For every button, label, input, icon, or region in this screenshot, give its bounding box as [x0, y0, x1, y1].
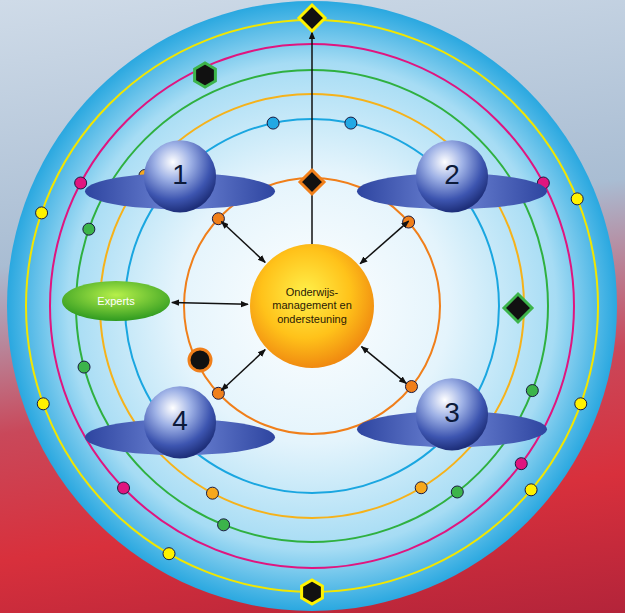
orbit-dot [37, 398, 49, 410]
orbit-dot [75, 177, 87, 189]
planet-number: 4 [172, 405, 188, 437]
connector-arrow [221, 222, 265, 263]
orbit-dot [206, 487, 218, 499]
top-arrow [311, 32, 313, 244]
orbit-symbol [195, 63, 216, 87]
orbit-dot [267, 117, 279, 129]
orbit-dot [415, 482, 427, 494]
orbit-dot [218, 519, 230, 531]
node-label: Experts [97, 295, 134, 307]
orbit-dot [163, 548, 175, 560]
orbit-dot [83, 223, 95, 235]
experts-node: Experts [62, 281, 170, 321]
orbit-dot [525, 484, 537, 496]
orbit-disc [7, 1, 617, 611]
orbit-dot [571, 193, 583, 205]
orbit-dot [78, 361, 90, 373]
orbit-dot [345, 117, 357, 129]
orbit-symbol [504, 294, 532, 322]
planet-sphere [416, 140, 488, 212]
planet-number: 1 [172, 159, 188, 191]
orbit-dot [405, 381, 417, 393]
orbit-dot [515, 458, 527, 470]
planet-sphere [144, 140, 216, 212]
node-label: Onderwijs- management en ondersteuning [266, 286, 358, 326]
orbit-symbol [300, 170, 324, 194]
planet-number: 2 [444, 159, 460, 191]
planet-sphere [144, 386, 216, 458]
orbit-dot [36, 207, 48, 219]
planet-node: 3 [357, 380, 547, 462]
planet-sphere [416, 378, 488, 450]
orbit-dot [451, 486, 463, 498]
orbit-ring [26, 20, 598, 592]
orbit-symbol [302, 580, 323, 604]
connector-arrow [361, 347, 406, 384]
orbit-dot [118, 482, 130, 494]
orbit-dot [526, 385, 538, 397]
orbit-symbol [189, 349, 211, 371]
sun-node: Onderwijs- management en ondersteuning [250, 244, 374, 368]
orbit-dot [575, 398, 587, 410]
planet-node: 4 [85, 388, 275, 470]
connector-arrow [221, 350, 265, 391]
connector-arrow [360, 221, 409, 264]
sun-circle [250, 244, 374, 368]
connector-arrow [172, 302, 248, 304]
planet-node: 2 [357, 142, 547, 224]
experts-ellipse [62, 281, 170, 321]
orbit-ring [125, 119, 499, 493]
orbit-symbol [299, 5, 325, 31]
planet-node: 1 [85, 142, 275, 224]
planet-number: 3 [444, 397, 460, 429]
